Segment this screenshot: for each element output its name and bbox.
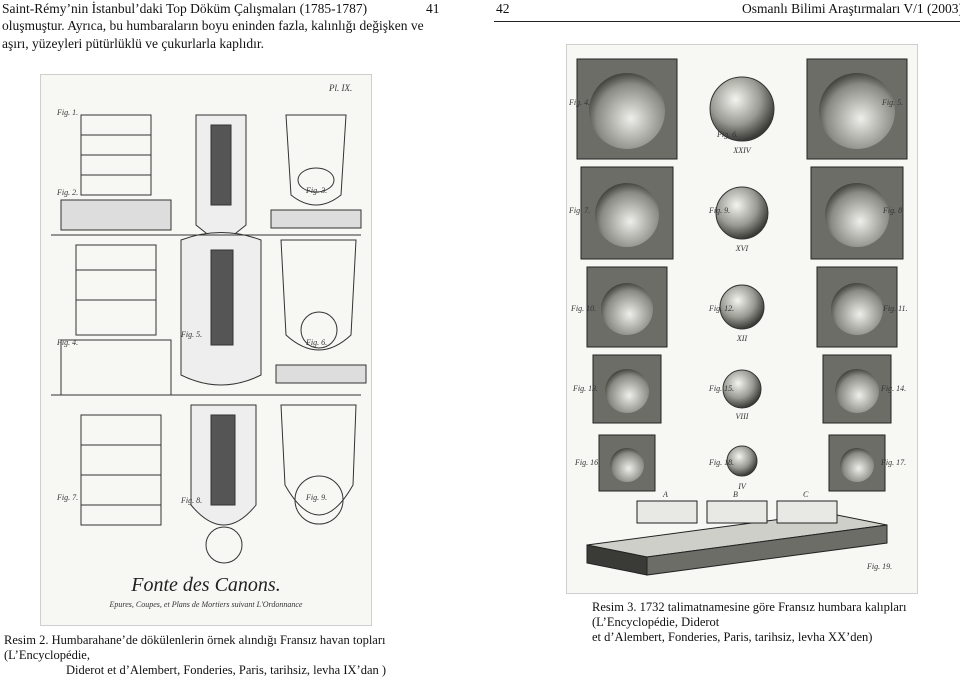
fig-label: Fig. 5. — [881, 98, 903, 107]
mortar-ornamented — [280, 404, 357, 516]
body-text: oluşmuştur. Ayrıca, bu humbaraların boyu… — [2, 17, 472, 53]
mortar-ornamented — [285, 114, 347, 206]
mortar-base — [60, 199, 172, 231]
fig-label: Fig. 5. — [180, 330, 202, 339]
bomb-circle — [205, 526, 243, 564]
mold-letter: B — [733, 490, 738, 499]
mortar-drawing — [80, 414, 162, 526]
page-number-left: 41 — [426, 1, 440, 16]
running-title-left: Saint-Rémy’nin İstanbul’daki Top Döküm Ç… — [2, 1, 368, 16]
fig-label: Fig. 8. — [882, 206, 904, 215]
mold-row — [598, 434, 886, 492]
mortar-ornamented — [280, 239, 357, 351]
caliber-label: XXIV — [732, 146, 751, 155]
fig-label: Fig. 19. — [866, 562, 892, 571]
body-line: oluşmuştur. Ayrıca, bu humbaraların boyu… — [2, 18, 424, 33]
fig-label: Fig. 12. — [708, 304, 734, 313]
fig-label: Fig. 3. — [305, 186, 327, 195]
caliber-label: XII — [736, 334, 748, 343]
caption-line: Diderot et d’Alembert, Fonderies, Paris,… — [66, 663, 387, 677]
plate-label: Pl. IX. — [328, 83, 352, 93]
fig-label: Fig. 11. — [882, 304, 908, 313]
caliber-label: VIII — [736, 412, 749, 421]
fig-label: Fig. 1. — [56, 108, 78, 117]
caption-line: Resim 2. Humbarahane’de dökülenlerin örn… — [4, 633, 386, 662]
fig-label: Fig. 10. — [570, 304, 596, 313]
mold-letter: A — [662, 490, 668, 499]
fig-label: Fig. 13. — [572, 384, 598, 393]
fig-label: Fig. 7. — [568, 206, 590, 215]
fig-label: Fig. 7. — [56, 493, 78, 502]
cannon-plate: Pl. IX. Fig. 1. Fig. 2. Fig. 3. Fig. 4. … — [40, 74, 372, 626]
mold-engraving: XXIV XVI XII VIII IV Fig. 4. Fig. 5. Fig… — [568, 58, 908, 576]
right-page: 42 Osmanlı Bilimi Araştırmaları V/1 (200… — [480, 0, 960, 663]
caliber-label: XVI — [735, 244, 749, 253]
fig-label: Fig. 9. — [305, 493, 327, 502]
mold-row — [580, 166, 904, 260]
caption-resim-3: Resim 3. 1732 talimatnamesine göre Frans… — [592, 600, 952, 645]
running-title-right: Osmanlı Bilimi Araştırmaları V/1 (2003) — [742, 1, 960, 16]
left-page: Saint-Rémy’nin İstanbul’daki Top Döküm Ç… — [0, 0, 480, 677]
mold-row — [576, 58, 908, 160]
header-rule — [494, 21, 960, 22]
fig-label: Fig. 17. — [880, 458, 906, 467]
fig-label: Fig. 18. — [708, 458, 734, 467]
plate-title: Fonte des Canons. — [130, 574, 280, 596]
cannon-engraving: Pl. IX. Fig. 1. Fig. 2. Fig. 3. Fig. 4. … — [51, 83, 367, 609]
page-number-right: 42 — [496, 1, 510, 16]
caliber-label: IV — [737, 482, 747, 491]
mold-row — [586, 266, 898, 348]
mortar-drawing — [75, 244, 157, 336]
plate-subtitle: Epures, Coupes, et Plans de Mortiers sui… — [109, 600, 303, 609]
caption-line: et d’Alembert, Fonderies, Paris, tarihsi… — [592, 630, 873, 644]
fig-label: Fig. 4. — [568, 98, 590, 107]
fig-label: Fig. 16. — [574, 458, 600, 467]
mortar-base — [60, 339, 172, 396]
mold-row — [592, 354, 892, 424]
caption-line: Resim 3. 1732 talimatnamesine göre Frans… — [592, 600, 907, 629]
fig-label: Fig. 4. — [56, 338, 78, 347]
caption-resim-2: Resim 2. Humbarahane’de dökülenlerin örn… — [4, 633, 474, 678]
fig-label: Fig. 2. — [56, 188, 78, 197]
fig-label: Fig. 6. — [716, 130, 738, 139]
body-line: aşırı, yüzeyleri pütürlüklü ve çukurlarl… — [2, 36, 265, 51]
fig-label: Fig. 14. — [880, 384, 906, 393]
bomb-mold-plate: XXIV XVI XII VIII IV Fig. 4. Fig. 5. Fig… — [566, 44, 918, 594]
fig-label: Fig. 6. — [305, 338, 327, 347]
mold-assembly — [586, 500, 888, 576]
fig-label: Fig. 15. — [708, 384, 734, 393]
fig-label: Fig. 8. — [180, 496, 202, 505]
mold-letter: C — [803, 490, 809, 499]
fig-label: Fig. 9. — [708, 206, 730, 215]
